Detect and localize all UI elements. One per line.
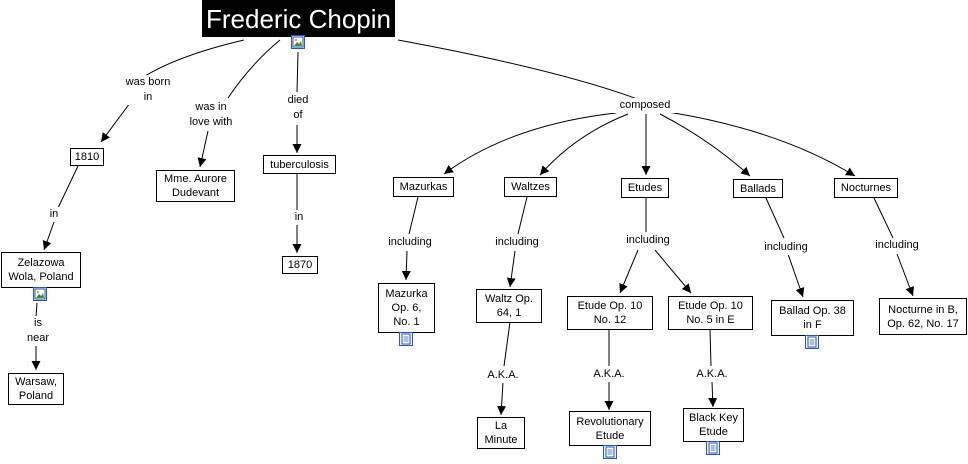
node-waltzes[interactable]: Waltzes [504,177,557,197]
edge-etude5-aka [709,329,712,367]
link-aka-etude12: A.K.A. [588,367,630,382]
edge-birthplace-near [35,302,38,318]
edge-composed-nocturnes [667,111,856,177]
link-including-ballads: including [757,240,815,255]
edge-composed-waltzes [539,113,629,176]
edge-1810-in [57,165,79,209]
edge-incl-waltz-op64 [506,250,516,288]
node-etudes[interactable]: Etudes [621,178,669,198]
link-including-nocturnes: including [868,238,926,253]
edge-incl-nocturne [896,253,915,297]
link-aka-waltz: A.K.A. [482,368,524,383]
link-including-etudes: including [619,233,677,248]
node-zelazowa-wola[interactable]: Zelazowa Wola, Poland [1,252,81,288]
node-etude-op10-no5[interactable]: Etude Op. 10 No. 5 in E [668,296,753,330]
node-etude-op10-no12[interactable]: Etude Op. 10 No. 12 [567,296,653,330]
edge-incl-mazurka-op6 [401,250,411,281]
document-icon[interactable] [805,335,819,349]
edge-wasborn-1810 [100,102,131,143]
edge-composed-ballads [659,113,751,177]
link-including-waltzes: including [488,235,546,250]
edge-root-composed [397,39,641,101]
node-waltz-op64[interactable]: Waltz Op. 64, 1 [476,289,542,323]
node-mazurkas[interactable]: Mazurkas [393,177,454,197]
document-icon[interactable] [603,445,617,459]
root-node-frederic-chopin[interactable]: Frederic Chopin [202,0,395,37]
node-ballads[interactable]: Ballads [733,179,783,198]
node-revolutionary-etude[interactable]: Revolutionary Etude [569,411,651,446]
edge-incl-ballad [787,253,805,298]
link-is-near: is near [22,316,54,346]
node-1870[interactable]: 1870 [282,256,318,274]
document-icon[interactable] [706,441,720,455]
image-icon[interactable] [33,287,47,301]
edge-ballads-incl [765,197,785,239]
link-including-mazurkas: including [381,235,439,250]
edge-loved-lover [197,130,209,168]
edge-root-loved [227,39,281,99]
edge-in-birthplace [42,221,55,251]
node-nocturne-op62[interactable]: Nocturne in B, Op. 62, No. 17 [879,298,967,335]
node-mazurka-op6[interactable]: Mazurka Op. 6, No. 1 [378,283,435,333]
edge-aka-blackkey [708,381,718,408]
edge-root-died [296,51,299,93]
link-aka-etude5: A.K.A. [691,367,733,382]
node-tuberculosis[interactable]: tuberculosis [263,155,336,174]
node-nocturnes[interactable]: Nocturnes [834,178,898,198]
edge-incl-etude12 [619,249,639,294]
link-was-born-in: was born in [118,75,178,105]
document-icon[interactable] [399,332,413,346]
edge-root-wasborn [144,39,245,77]
node-ballad-op38[interactable]: Ballad Op. 38 in F [771,300,854,336]
node-la-minute[interactable]: La Minute [477,417,525,449]
link-composed: composed [612,98,678,113]
edge-waltzes-incl [517,196,528,235]
node-warsaw[interactable]: Warsaw, Poland [8,373,64,405]
link-died-of: died of [282,93,314,123]
edge-mazurkas-incl [408,196,419,235]
edge-incl-etude5 [654,249,692,294]
link-in-place: in [44,207,64,222]
image-icon[interactable] [291,35,305,49]
node-mme-aurore-dudevant[interactable]: Mme. Aurore Dudevant [156,170,235,202]
edge-aka-laminute [497,381,507,416]
edge-waltz-aka [503,321,511,367]
node-1810[interactable]: 1810 [70,148,104,166]
edge-nocturnes-incl [873,197,894,239]
link-in-year: in [289,210,309,225]
node-black-key-etude[interactable]: Black Key Etude [683,408,744,442]
edge-composed-mazurkas [443,112,617,175]
link-was-in-love-with: was in love with [182,100,240,130]
